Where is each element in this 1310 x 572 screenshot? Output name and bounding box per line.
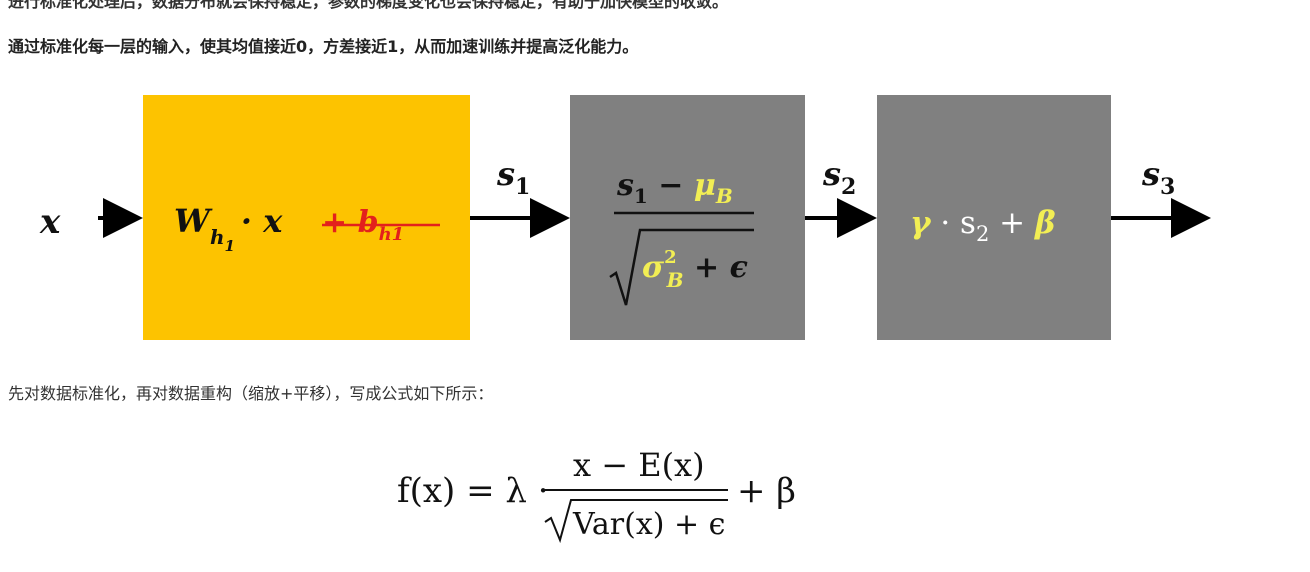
normalize-numerator: s1 − μB — [616, 168, 733, 208]
normalize-block — [570, 95, 805, 340]
formula-lhs: f(x) = λ · — [397, 471, 549, 511]
normalize-sqrt-sign — [609, 228, 754, 306]
bn-formula: f(x) = λ · x − E(x) Var(x) + ϵ + β — [397, 446, 796, 544]
formula-tail: + β — [737, 471, 796, 511]
linear-formula: Wh1· x — [174, 202, 283, 255]
s2-label: s2 — [822, 155, 856, 200]
summary-text: 通过标准化每一层的输入，使其均值接近0，方差接近1，从而加速训练并提高泛化能力。 — [8, 37, 639, 56]
input-x-label: x — [39, 202, 61, 242]
formula-denominator: Var(x) + ϵ — [572, 507, 725, 542]
truncated-text-line: 进行标准化处理后，数据分布就会保持稳定，参数的梯度变化也会保持稳定，有助于加快模… — [8, 0, 729, 11]
linear-block — [143, 95, 470, 340]
bias-term-crossed: + bh1 — [322, 205, 404, 245]
scale-shift-formula: γ · s2 + β — [910, 205, 1056, 246]
scale-shift-block — [877, 95, 1111, 340]
formula-sqrt-sign — [544, 499, 728, 544]
formula-caption: 先对数据标准化，再对数据重构（缩放+平移），写成公式如下所示： — [8, 384, 494, 403]
s1-label: s1 — [496, 155, 530, 200]
formula-numerator: x − E(x) — [573, 446, 705, 484]
s3-label: s3 — [1141, 155, 1175, 200]
